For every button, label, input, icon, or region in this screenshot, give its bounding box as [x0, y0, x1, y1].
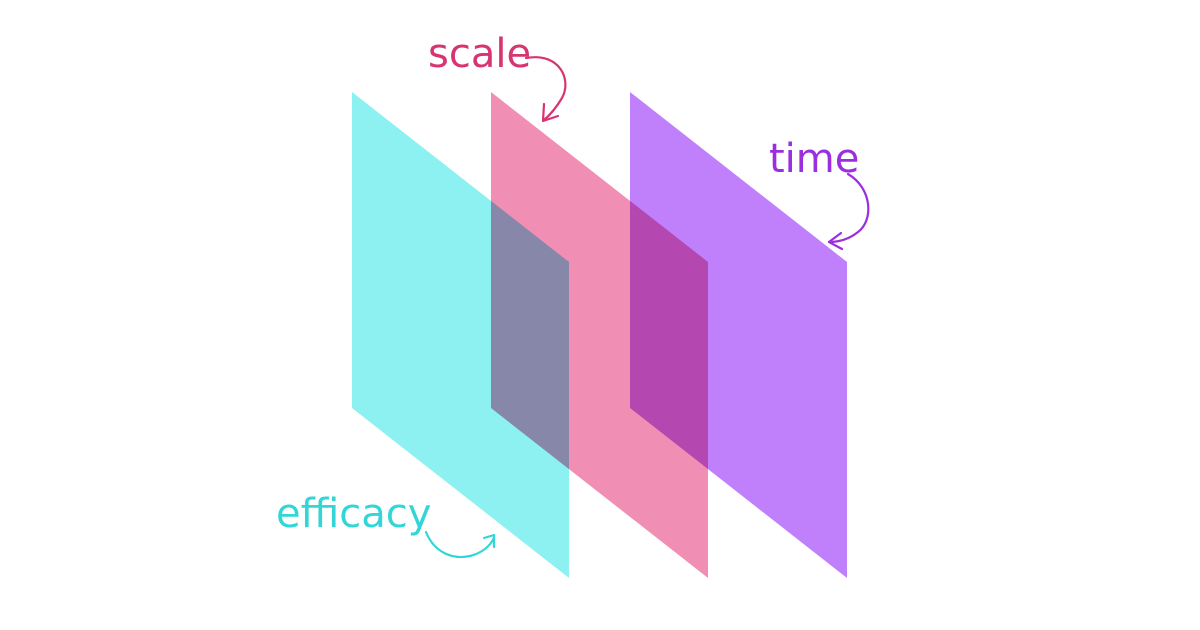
time-arrowhead-icon: [827, 231, 844, 251]
efficacy-plane: [352, 92, 569, 578]
time-label: time: [769, 136, 859, 182]
scale-arrow-icon: [524, 56, 567, 122]
time-arrow-icon: [827, 172, 870, 244]
efficacy-arrow-icon: [424, 530, 496, 559]
scale-plane: [491, 92, 708, 578]
scale-label: scale: [428, 31, 531, 77]
scale-arrowhead-icon: [541, 102, 560, 123]
time-plane: [630, 92, 847, 578]
efficacy-arrowhead-icon: [482, 533, 496, 549]
efficacy-label: efficacy: [276, 491, 431, 537]
